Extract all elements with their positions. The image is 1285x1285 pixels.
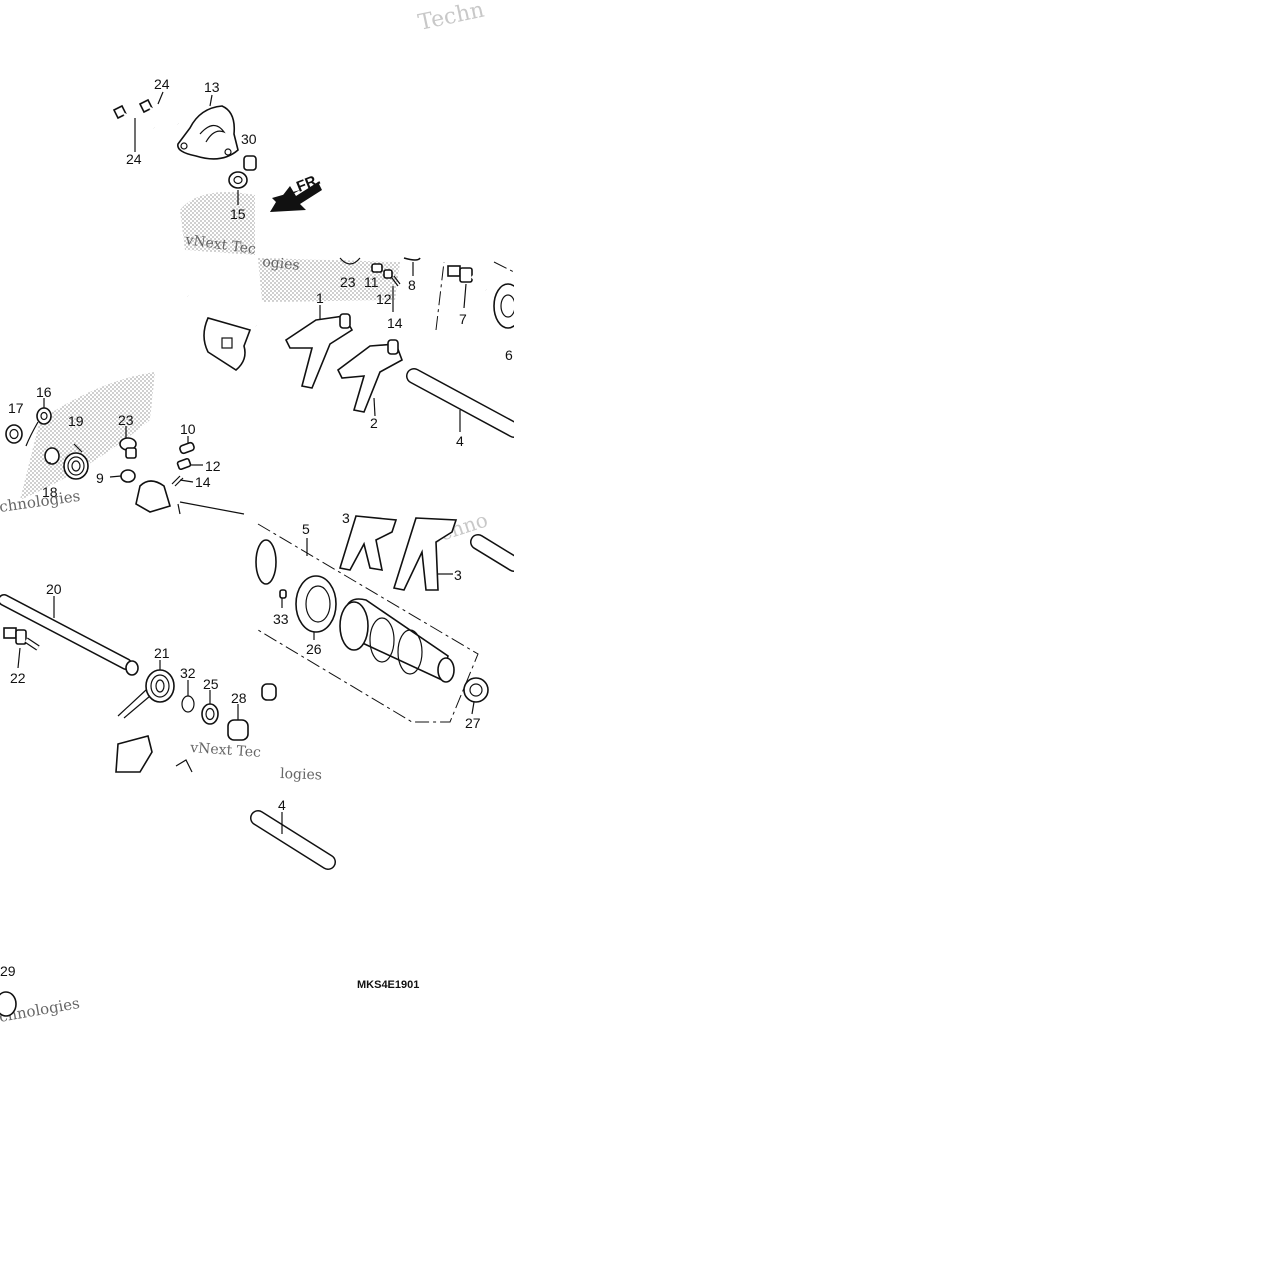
spring-19 <box>63 443 89 480</box>
part-29 <box>0 991 17 1017</box>
shift-arm-lower <box>115 735 193 773</box>
callout-27: 27 <box>465 715 481 731</box>
watermark-backdrops <box>20 192 400 500</box>
drum-end-left <box>135 480 245 515</box>
callout-7: 7 <box>459 311 467 327</box>
collar-28 <box>227 719 249 741</box>
callout-16: 16 <box>36 384 52 400</box>
shift-fork-3-b <box>392 517 458 591</box>
callout-5: 5 <box>302 521 310 537</box>
bolt-24-b <box>112 104 155 130</box>
pin-33 <box>279 589 287 599</box>
callout-14-left: 14 <box>195 474 211 490</box>
stopper-plate-13 <box>177 105 239 160</box>
bearing-15 <box>228 171 248 189</box>
callout-14-top: 14 <box>387 315 403 331</box>
callout-23-left: 23 <box>118 412 134 428</box>
callout-2: 2 <box>370 415 378 431</box>
shift-drum-5 <box>339 598 455 683</box>
ring-25 <box>201 703 219 725</box>
callout-4-upper: 4 <box>456 433 464 449</box>
callout-25: 25 <box>203 676 219 692</box>
callout-23-top: 23 <box>340 274 356 290</box>
group-outline-drum <box>257 523 479 723</box>
fork-shaft-4-right <box>470 534 522 572</box>
pin-14-left <box>171 475 184 487</box>
fork-shaft-4-lower <box>250 810 336 870</box>
callout-10: 10 <box>180 421 196 437</box>
shift-fork-1 <box>284 313 354 389</box>
ring-32 <box>181 695 195 713</box>
bearing-27 <box>463 677 489 703</box>
gear-left-lower <box>255 539 277 585</box>
callout-29: 29 <box>0 963 16 979</box>
washer-9 <box>120 469 136 483</box>
callout-18: 18 <box>42 484 58 500</box>
bearing-26 <box>295 575 337 633</box>
washer-18 <box>44 447 60 465</box>
callout-8: 8 <box>408 277 416 293</box>
group-outline-upper <box>435 261 515 331</box>
leader-lines <box>17 91 475 834</box>
bolt-24-a <box>138 98 179 126</box>
shift-fork-3-a <box>338 515 398 571</box>
spring-12-left <box>176 457 192 471</box>
small-pins-top <box>339 257 421 287</box>
watermark-4: chnologies <box>0 487 81 516</box>
fork-shaft-4-upper <box>406 368 522 438</box>
callout-32: 32 <box>180 665 196 681</box>
callout-9: 9 <box>96 470 104 486</box>
watermark-7: logies <box>280 766 322 783</box>
callout-26: 26 <box>306 641 322 657</box>
watermark-1: Techn <box>416 0 486 36</box>
washer-17 <box>5 424 23 444</box>
collar-30 <box>243 155 257 171</box>
bolt-23-left <box>119 437 137 459</box>
watermark-text: Techn vNext Tec ogies chnologies Techno … <box>0 0 491 1026</box>
callout-20: 20 <box>46 581 62 597</box>
callout-11: 11 <box>364 274 379 290</box>
part-code: MKS4E1901 <box>357 979 419 991</box>
gearshift-spindle-20 <box>0 594 139 676</box>
watermark-6: vNext Tec <box>189 740 262 761</box>
callout-labels: 24 13 30 24 15 23 11 12 8 7 1 14 6 2 4 1… <box>0 76 513 979</box>
pin-10 <box>179 441 195 455</box>
callout-24-top: 24 <box>154 76 170 92</box>
callout-12-top: 12 <box>376 291 392 307</box>
watermark-3: ogies <box>262 254 301 274</box>
callout-12-left: 12 <box>205 458 221 474</box>
callout-1: 1 <box>316 290 324 306</box>
shift-arm <box>186 293 258 371</box>
callout-3-a: 3 <box>342 510 350 526</box>
callout-15: 15 <box>230 206 246 222</box>
callout-3-b: 3 <box>454 567 462 583</box>
callout-22: 22 <box>10 670 26 686</box>
callout-28: 28 <box>231 690 247 706</box>
return-spring-21 <box>117 669 175 719</box>
bolt-22 <box>3 627 40 651</box>
callout-21: 21 <box>154 645 170 661</box>
callout-17: 17 <box>8 400 24 416</box>
callout-4-lower: 4 <box>278 797 286 813</box>
shift-fork-2 <box>336 339 403 413</box>
callout-24-bottom: 24 <box>126 151 142 167</box>
callout-19: 19 <box>68 413 84 429</box>
callout-13: 13 <box>204 79 220 95</box>
callout-33: 33 <box>273 611 289 627</box>
bolt-7 <box>447 265 488 292</box>
callout-6: 6 <box>505 347 513 363</box>
collar-right-lower <box>261 683 277 701</box>
front-direction-arrow: FR. <box>270 171 323 212</box>
callout-30: 30 <box>241 131 257 147</box>
